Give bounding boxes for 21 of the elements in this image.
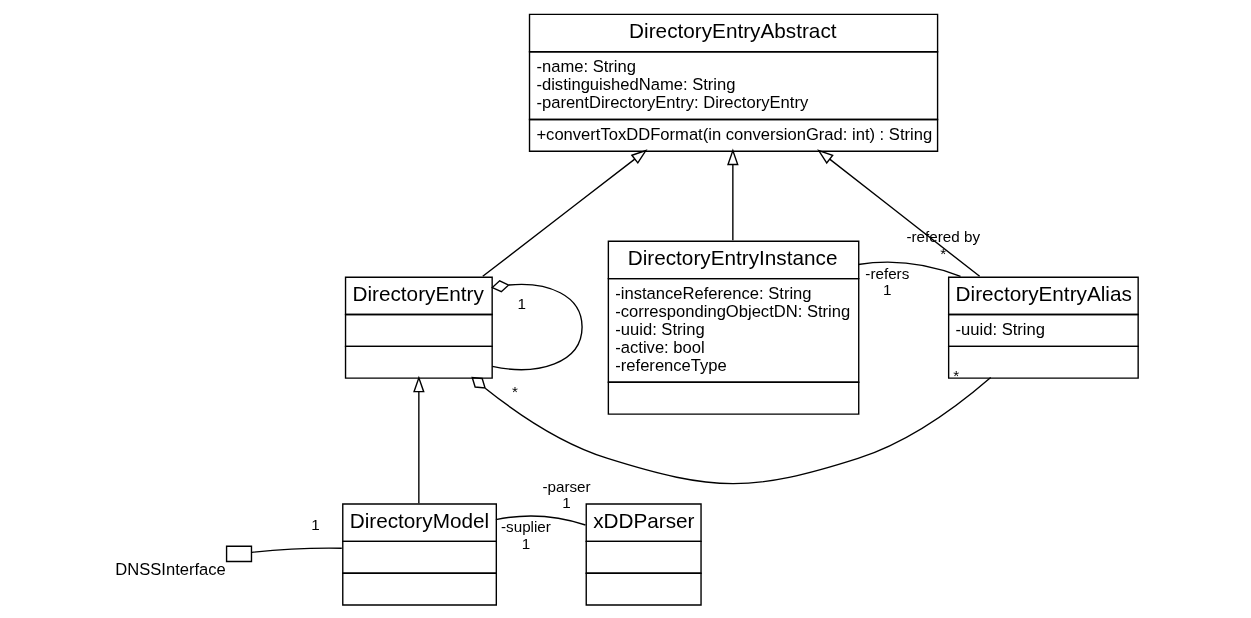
label: 1 <box>517 295 526 313</box>
arrow <box>726 148 739 241</box>
arrow <box>412 375 425 504</box>
connector <box>490 280 583 371</box>
connector <box>856 261 961 278</box>
label: -parser <box>542 477 591 495</box>
arrow <box>816 149 980 277</box>
connector <box>250 547 342 554</box>
label: 1 <box>521 534 530 552</box>
node-box <box>225 545 252 563</box>
label: 1 <box>882 281 892 299</box>
connector <box>470 376 991 485</box>
label: * <box>939 244 946 262</box>
label: 1 <box>310 515 320 533</box>
arrow <box>481 149 647 277</box>
label: 1 <box>561 494 571 512</box>
connector <box>494 515 586 526</box>
label: * <box>511 382 518 400</box>
node-label: DNSSInterface <box>114 559 226 579</box>
label: -suplier <box>500 518 551 536</box>
label: -refers <box>864 264 909 282</box>
